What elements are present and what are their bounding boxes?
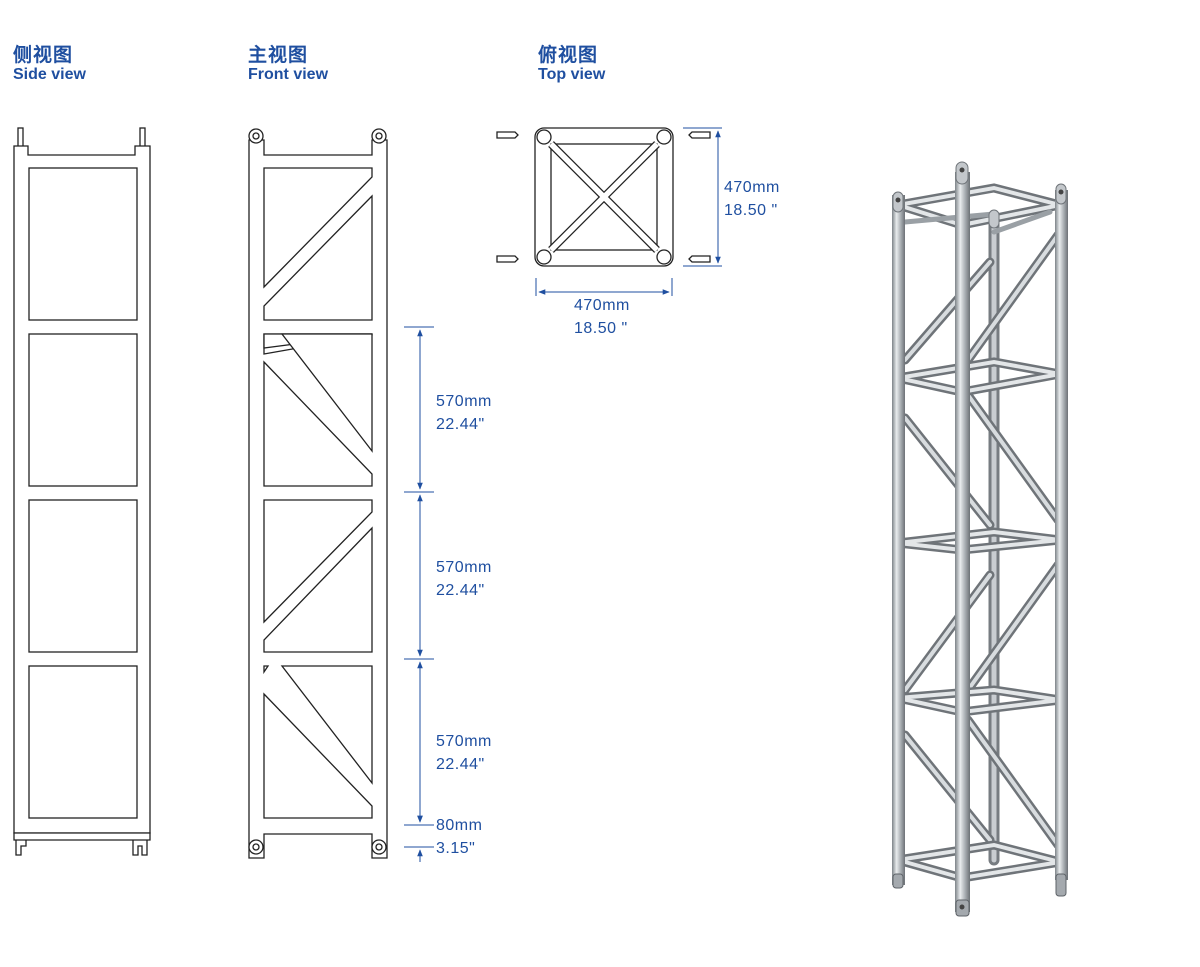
side-view-title-en: Side view bbox=[13, 66, 86, 83]
side-bottom-leg-left bbox=[15, 840, 27, 856]
top-corner-tl bbox=[536, 129, 552, 145]
top-pin-bl bbox=[496, 255, 519, 263]
front-panel-2-lower bbox=[263, 360, 373, 487]
dim-segment-2-mm: 570mm bbox=[436, 559, 492, 576]
side-bottom-bar bbox=[13, 832, 151, 841]
top-view-title-en: Top view bbox=[538, 66, 606, 83]
front-panel-3-upper bbox=[263, 499, 373, 624]
top-cross-brace bbox=[549, 142, 659, 252]
dim-segment-1-inch: 22.44" bbox=[436, 416, 485, 433]
front-panel-4-upper-tri bbox=[280, 665, 373, 785]
side-view-title-zh: 侧视图 bbox=[13, 44, 74, 66]
top-corner-tr bbox=[656, 129, 672, 145]
top-corner-bl bbox=[536, 249, 552, 265]
front-panel-4-lower bbox=[263, 692, 373, 819]
dim-segment-3-inch: 22.44" bbox=[436, 756, 485, 773]
front-view-title-zh: 主视图 bbox=[248, 44, 309, 66]
front-view-title-en: Front view bbox=[248, 66, 329, 83]
top-corner-br bbox=[656, 249, 672, 265]
side-view-title: 侧视图 Side view bbox=[13, 46, 86, 83]
dim-top-depth-mm: 470mm bbox=[724, 179, 780, 196]
side-panel-1 bbox=[28, 167, 138, 321]
dimension-lines bbox=[404, 127, 722, 862]
top-pin-tr bbox=[688, 131, 711, 139]
dim-segment-3-mm: 570mm bbox=[436, 733, 492, 750]
truss-3d-render bbox=[892, 161, 1068, 917]
dim-top-width-inch: 18.50 " bbox=[574, 320, 628, 337]
dim-connector-inch: 3.15" bbox=[436, 840, 475, 857]
side-panel-3 bbox=[28, 499, 138, 653]
front-view-title: 主视图 Front view bbox=[248, 46, 328, 83]
dim-segment-2-inch: 22.44" bbox=[436, 582, 485, 599]
side-view-drawing bbox=[13, 127, 151, 856]
dim-top-width-mm: 470mm bbox=[574, 297, 630, 314]
top-pin-tl bbox=[496, 131, 519, 139]
side-panel-4 bbox=[28, 665, 138, 819]
dim-connector-mm: 80mm bbox=[436, 817, 482, 834]
side-panel-2 bbox=[28, 333, 138, 487]
top-view-title-zh: 俯视图 bbox=[538, 44, 599, 66]
dim-top-depth-inch: 18.50 " bbox=[724, 202, 778, 219]
top-view-drawing bbox=[496, 127, 711, 267]
front-view-drawing bbox=[248, 128, 388, 859]
side-bottom-leg-right bbox=[132, 840, 148, 856]
top-pin-br bbox=[688, 255, 711, 263]
front-panel-2-upper-tri bbox=[280, 333, 373, 453]
top-view-title: 俯视图 Top view bbox=[538, 46, 605, 83]
front-panel-3-lower bbox=[263, 526, 373, 653]
front-panel-1-lower bbox=[263, 194, 373, 321]
dim-segment-1-mm: 570mm bbox=[436, 393, 492, 410]
front-panel-1-upper bbox=[263, 167, 373, 289]
